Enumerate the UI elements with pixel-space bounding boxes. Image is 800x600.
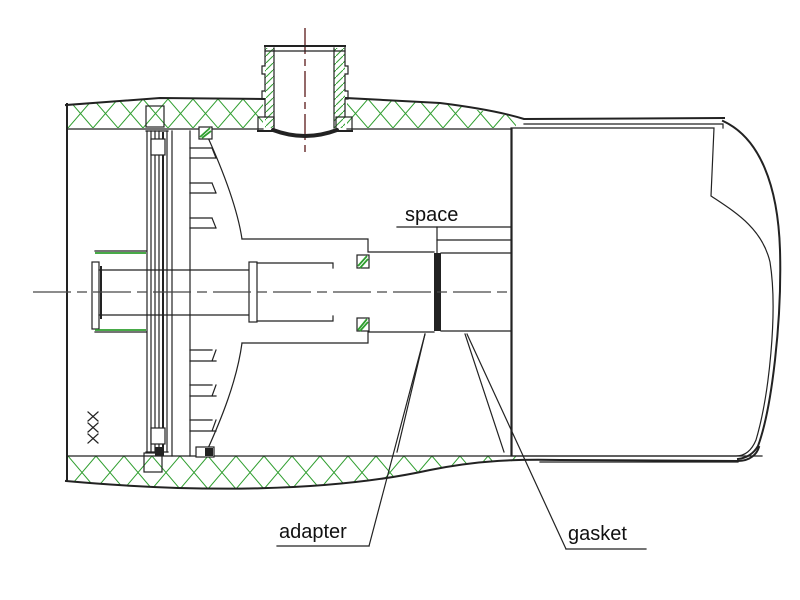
block-hatch xyxy=(511,127,774,457)
spider-fingers-lower xyxy=(189,349,217,432)
housing-top-band-hatch-left xyxy=(68,98,263,128)
disc-pack-foot-square xyxy=(155,447,164,456)
neck-seat-arc xyxy=(271,128,339,138)
adapter-assembly xyxy=(241,238,512,453)
spider-hub xyxy=(171,126,243,458)
neck-outer-wall-left xyxy=(261,45,266,118)
adapter-skirt xyxy=(396,333,505,453)
space-label-text: space xyxy=(405,204,458,226)
adapter-seal-top-hatch xyxy=(357,255,369,269)
block-outer-shell-edge xyxy=(721,119,782,461)
adapter-leader xyxy=(368,333,426,547)
triple-x-marks xyxy=(87,411,99,444)
shaft-collar-green xyxy=(95,252,146,331)
adapter-top-profile xyxy=(241,238,435,253)
spider-top-curve xyxy=(204,130,243,240)
housing-bottom-outer-edge xyxy=(64,445,761,490)
drum-walls xyxy=(171,130,191,457)
neck-fitting xyxy=(257,28,353,152)
label-gasket: gasket xyxy=(466,333,647,550)
adapter-label-text: adapter xyxy=(279,521,347,543)
release-bearing-bottom xyxy=(150,427,166,445)
spider-foot-square xyxy=(205,448,213,456)
right-block xyxy=(510,119,782,463)
housing-top-band-hatch-right xyxy=(347,98,516,128)
neck-wall-hatch-left xyxy=(265,48,274,128)
housing-top-lip-inner xyxy=(523,123,724,129)
shaft-inner-section xyxy=(256,262,334,322)
housing-shell xyxy=(64,96,763,490)
spider-fingers-upper xyxy=(189,147,217,229)
adapter-seal-bottom-hatch xyxy=(357,318,369,332)
neck-outer-wall-right xyxy=(344,45,349,118)
disc-pack xyxy=(143,105,169,473)
shaft-body xyxy=(98,269,251,316)
disc-pack-top-block xyxy=(145,105,165,128)
label-space: space xyxy=(396,204,512,254)
housing-top-edge-right xyxy=(344,96,726,121)
release-bearing-top xyxy=(150,138,166,156)
gasket-leader xyxy=(466,333,567,550)
shaft-collar-outline xyxy=(94,250,147,333)
spigot-outline xyxy=(440,252,511,332)
shaft-end-cap xyxy=(91,261,100,330)
seal-block-top-hatch xyxy=(199,127,212,139)
disc-pack-bottom-block xyxy=(143,452,163,473)
housing-top-edge-left xyxy=(64,96,266,107)
spider-bottom-curve xyxy=(204,342,243,456)
neck-wall-hatch-right xyxy=(334,48,345,128)
label-adapter: adapter xyxy=(276,333,426,547)
housing-bottom-band-hatch xyxy=(66,456,516,489)
adapter-bottom-profile xyxy=(241,331,435,344)
gasket-label-text: gasket xyxy=(568,523,627,545)
